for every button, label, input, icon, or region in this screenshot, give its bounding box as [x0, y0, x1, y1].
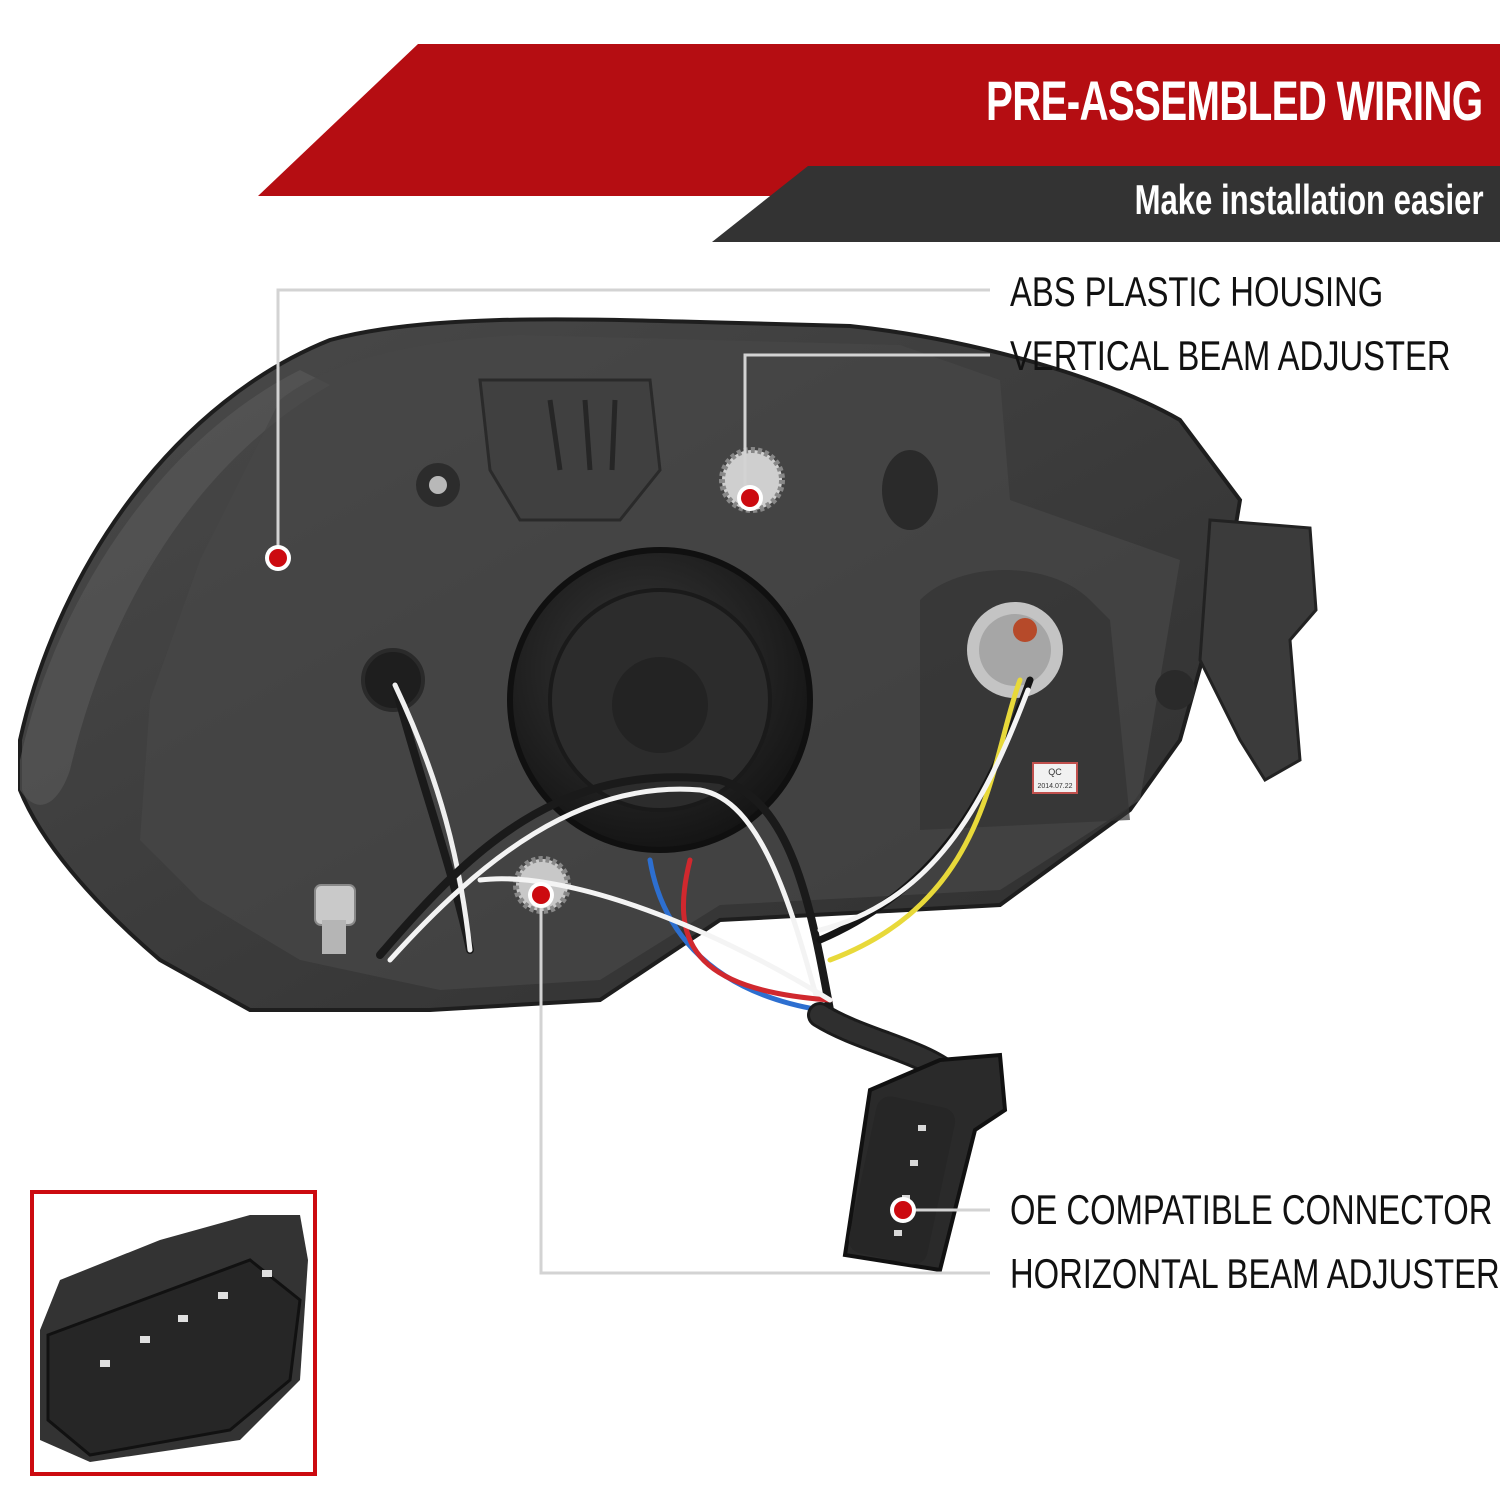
- callout-markers: [265, 485, 916, 1223]
- callout-vertical-beam-adjuster: VERTICAL BEAM ADJUSTER: [1010, 332, 1451, 379]
- callout-abs-plastic-housing: ABS PLASTIC HOUSING: [1010, 268, 1384, 315]
- callout-horizontal-beam-adjuster: HORIZONTAL BEAM ADJUSTER: [1010, 1250, 1500, 1297]
- red-banner: [258, 44, 1500, 196]
- qc-label: QC: [1048, 767, 1062, 777]
- banner-title: PRE-ASSEMBLED WIRING: [985, 69, 1483, 132]
- callout-lines: [276, 288, 990, 1275]
- banner-subtitle: Make installation easier: [1135, 176, 1484, 223]
- connector-inset: [30, 1190, 317, 1476]
- qc-date: 2014.07.22: [1037, 783, 1072, 790]
- headlight-housing: QC 2014.07.22: [18, 317, 1318, 1012]
- callout-oe-compatible-connector: OE COMPATIBLE CONNECTOR: [1010, 1186, 1493, 1233]
- dark-banner: [712, 166, 1500, 242]
- harness-connector: [842, 1052, 1008, 1273]
